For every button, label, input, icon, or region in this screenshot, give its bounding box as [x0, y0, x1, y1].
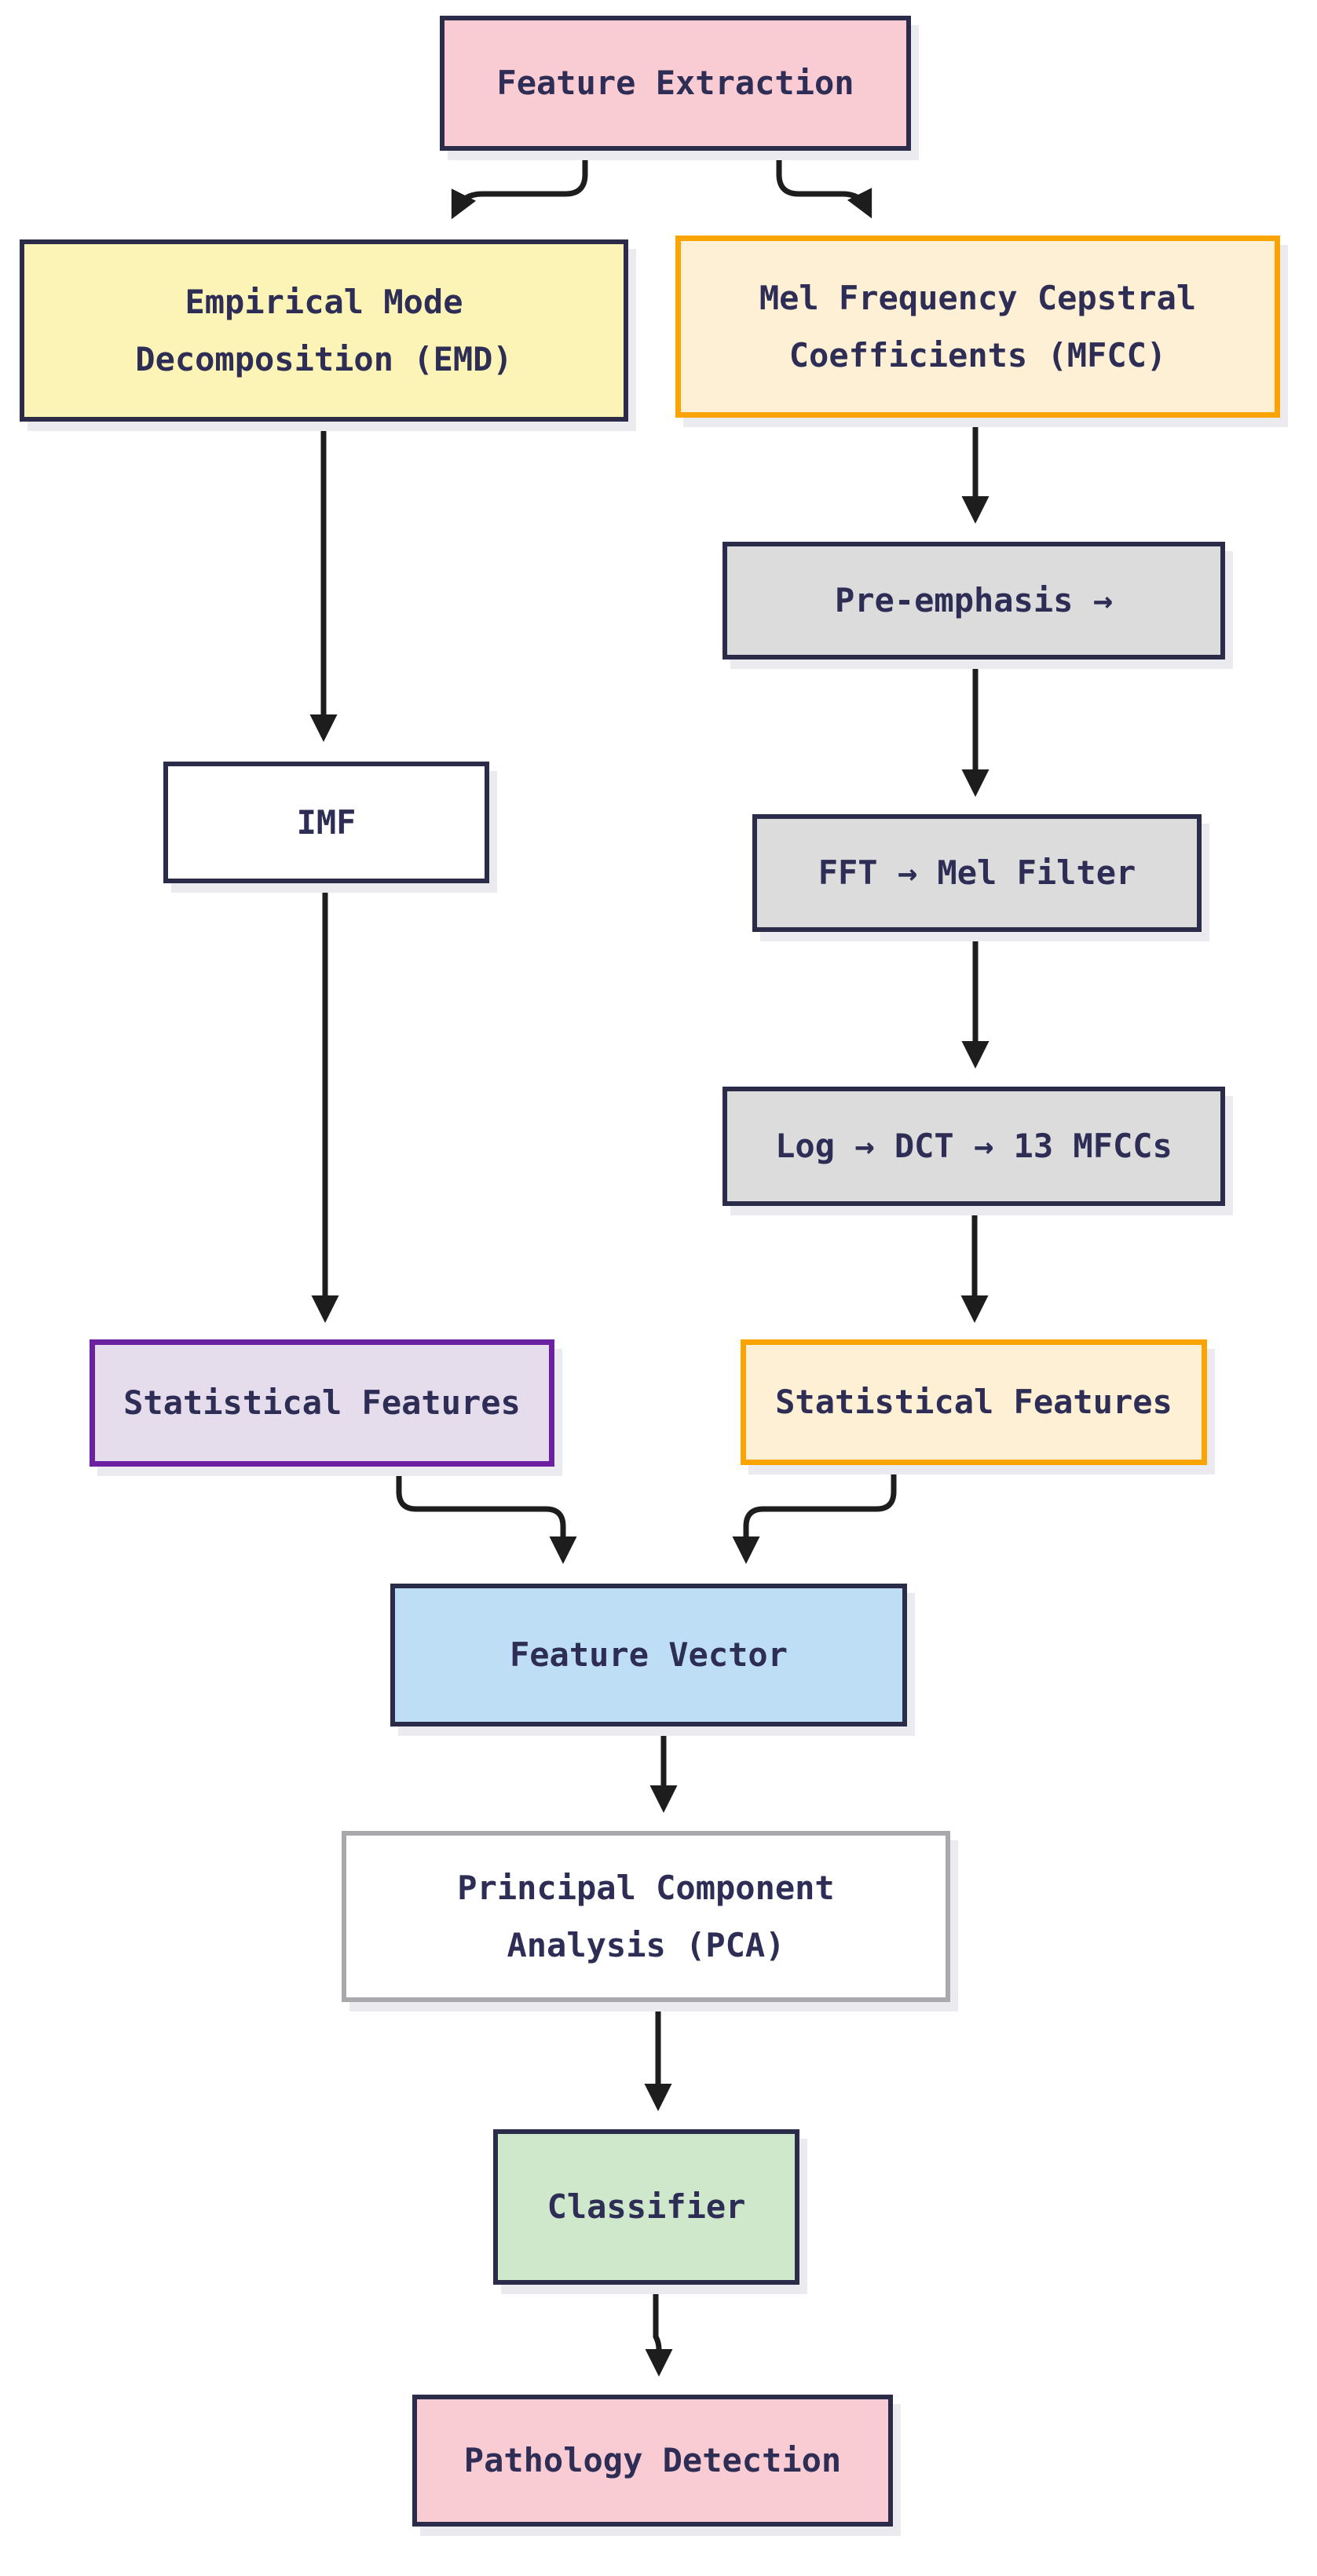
node-pca: Principal Component Analysis (PCA)	[342, 1831, 950, 2002]
node-emd-label: Empirical Mode Decomposition (EMD)	[135, 282, 513, 379]
node-imf: IMF	[163, 762, 489, 883]
node-pre-emphasis-label: Pre-emphasis →	[834, 581, 1113, 620]
node-emd: Empirical Mode Decomposition (EMD)	[20, 239, 628, 422]
node-feature-extraction-label: Feature Extraction	[496, 64, 854, 103]
node-pathology-detection: Pathology Detection	[412, 2395, 893, 2527]
node-classifier: Classifier	[493, 2129, 799, 2285]
node-feature-vector: Feature Vector	[390, 1584, 907, 1726]
node-statistical-features-mfcc-label: Statistical Features	[775, 1383, 1172, 1422]
edge-classifier-pathology-detection	[645, 2285, 673, 2377]
node-fft-mel-filter-label: FFT → Mel Filter	[818, 853, 1136, 893]
node-feature-vector-label: Feature Vector	[509, 1635, 788, 1675]
node-pre-emphasis: Pre-emphasis →	[723, 542, 1225, 660]
node-pca-label: Principal Component Analysis (PCA)	[457, 1868, 835, 1965]
node-mfcc: Mel Frequency Cepstral Coefficients (MFC…	[675, 236, 1280, 418]
node-fft-mel-filter: FFT → Mel Filter	[752, 814, 1202, 932]
node-statistical-features-emd: Statistical Features	[90, 1339, 554, 1467]
node-log-dct-mfccs: Log → DCT → 13 MFCCs	[723, 1087, 1225, 1206]
node-imf-label: IMF	[296, 802, 357, 842]
node-statistical-features-emd-label: Statistical Features	[123, 1383, 521, 1423]
node-mfcc-label: Mel Frequency Cepstral Coefficients (MFC…	[759, 278, 1197, 375]
edge-statistical-features-emd-feature-vector	[396, 1467, 577, 1564]
edge-statistical-features-mfcc-feature-vector	[732, 1465, 897, 1564]
edge-feature-extraction-emd	[451, 152, 588, 220]
edge-feature-extraction-mfcc	[776, 152, 873, 219]
node-feature-extraction: Feature Extraction	[440, 16, 911, 151]
node-pathology-detection-label: Pathology Detection	[463, 2441, 842, 2480]
node-log-dct-mfccs-label: Log → DCT → 13 MFCCs	[775, 1127, 1172, 1166]
node-statistical-features-mfcc: Statistical Features	[741, 1339, 1207, 1465]
node-classifier-label: Classifier	[547, 2187, 746, 2227]
